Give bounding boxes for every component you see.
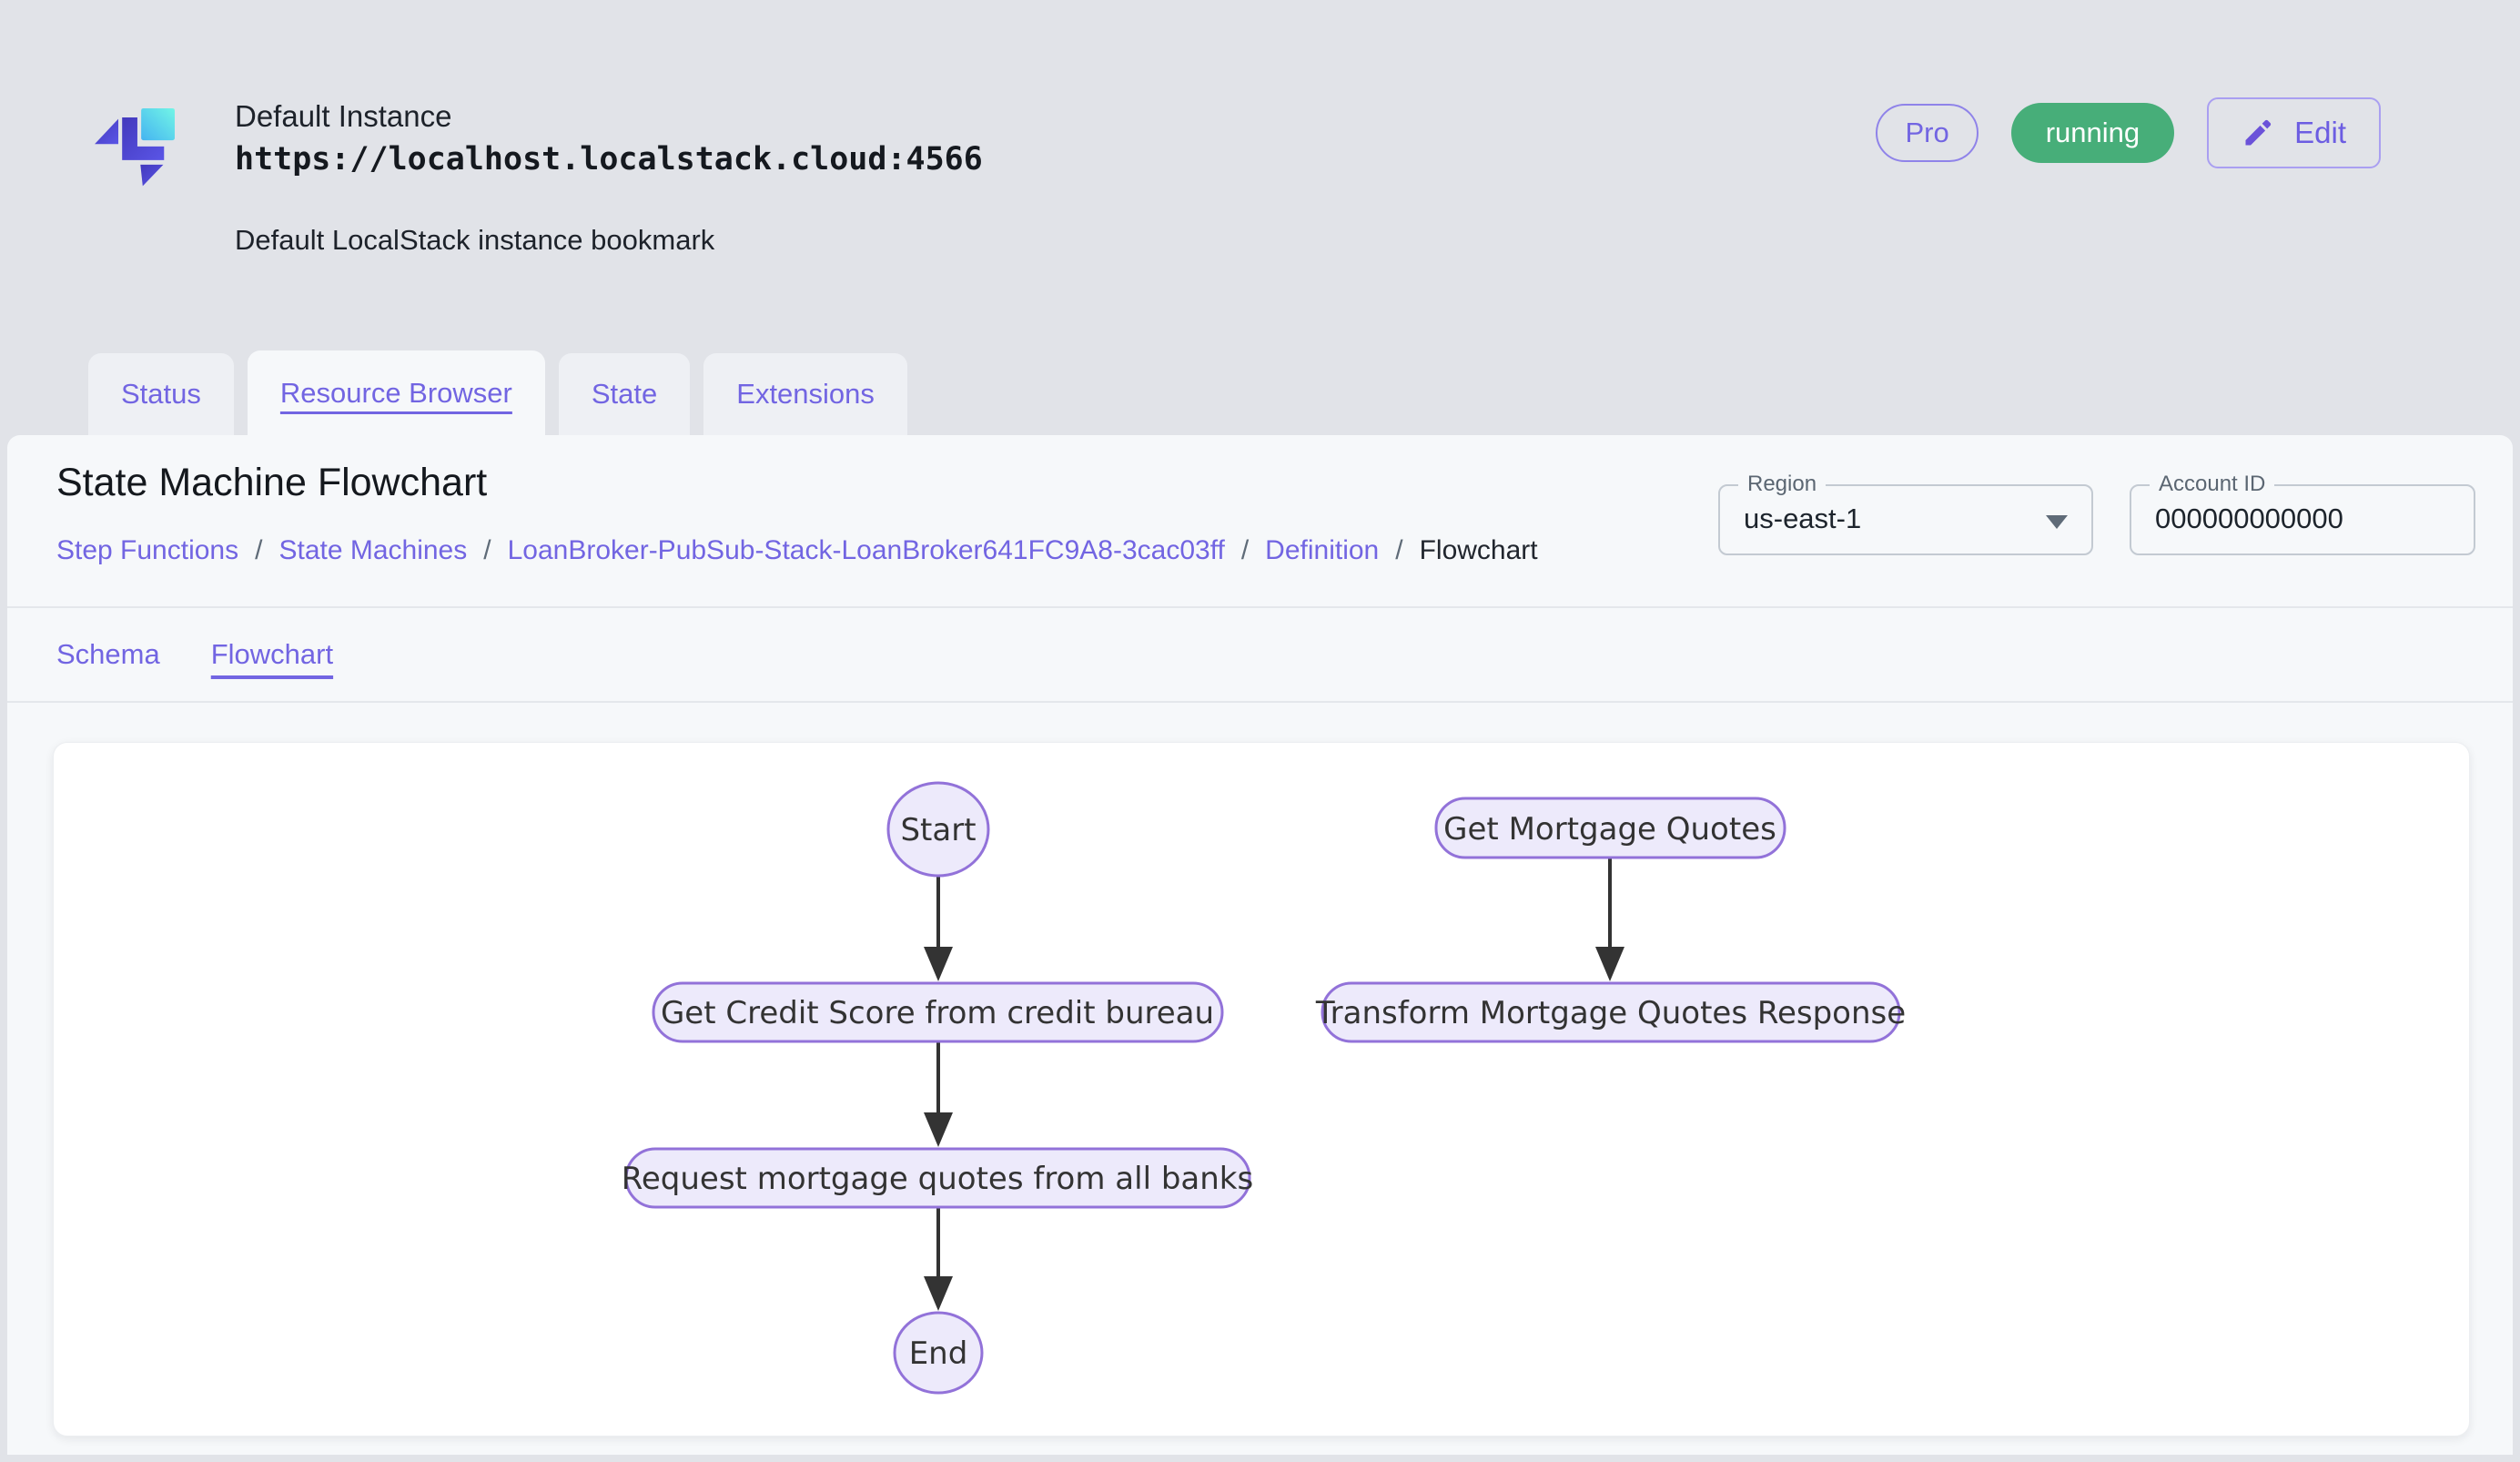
flow-node-credit-score: Get Credit Score from credit bureau	[652, 981, 1224, 1043]
pencil-icon	[2245, 119, 2272, 146]
breadcrumb: Step Functions / State Machines / LoanBr…	[56, 535, 1538, 566]
definition-subtabs: Schema Flowchart	[7, 608, 2513, 703]
svg-text:End: End	[909, 1335, 968, 1372]
svg-text:Get Credit Score from credit b: Get Credit Score from credit bureau	[661, 995, 1214, 1031]
svg-text:Request mortgage quotes from a: Request mortgage quotes from all banks	[622, 1161, 1253, 1197]
instance-name: Default Instance	[235, 99, 452, 133]
page-title: State Machine Flowchart	[56, 461, 488, 504]
edge-request-quotes-to-end	[924, 1208, 953, 1311]
flow-node-end: End	[893, 1311, 984, 1395]
pro-badge-label: Pro	[1905, 117, 1949, 148]
account-id-field: Account ID	[2130, 471, 2475, 555]
breadcrumb-separator: /	[1240, 535, 1250, 565]
breadcrumb-current: Flowchart	[1419, 535, 1538, 565]
localstack-logo	[95, 107, 175, 187]
subtab-schema[interactable]: Schema	[56, 638, 160, 670]
tab-status[interactable]: Status	[88, 353, 234, 435]
edge-credit-score-to-request-quotes	[924, 1042, 953, 1147]
flow-node-get-quotes: Get Mortgage Quotes	[1434, 797, 1786, 859]
breadcrumb-step-functions[interactable]: Step Functions	[56, 535, 239, 565]
subtab-flowchart[interactable]: Flowchart	[210, 638, 334, 670]
region-select-value: us-east-1	[1744, 503, 1862, 534]
breadcrumb-separator: /	[483, 535, 491, 565]
svg-text:Start: Start	[900, 812, 976, 848]
instance-info: Default Instance https://localhost.local…	[235, 96, 983, 257]
tab-state[interactable]: State	[558, 353, 691, 435]
edge-start-to-credit-score	[924, 877, 953, 981]
flow-node-transform-response: Transform Mortgage Quotes Response	[1315, 981, 1906, 1043]
edit-button-label: Edit	[2294, 116, 2346, 149]
instance-url: https://localhost.localstack.cloud:4566	[235, 141, 983, 178]
main-tabs: Status Resource Browser State Extensions	[88, 350, 907, 435]
breadcrumb-separator: /	[255, 535, 263, 565]
region-select-label: Region	[1738, 471, 1827, 498]
caret-down-icon	[2046, 515, 2068, 529]
svg-text:Transform Mortgage Quotes Resp: Transform Mortgage Quotes Response	[1315, 995, 1906, 1031]
instance-header: Default Instance https://localhost.local…	[0, 0, 2520, 435]
edge-get-quotes-to-transform	[1595, 858, 1624, 981]
region-select[interactable]: Region us-east-1	[1718, 471, 2093, 555]
tab-extensions[interactable]: Extensions	[703, 353, 907, 435]
status-badge-label: running	[2045, 117, 2140, 148]
tab-label: Extensions	[736, 378, 875, 410]
flow-node-start: Start	[886, 781, 990, 878]
breadcrumb-state-machine-name[interactable]: LoanBroker-PubSub-Stack-LoanBroker641FC9…	[507, 535, 1225, 565]
tab-label: Status	[121, 378, 201, 410]
content-panel: State Machine Flowchart Step Functions /…	[7, 435, 2513, 1455]
svg-text:Get Mortgage Quotes: Get Mortgage Quotes	[1443, 811, 1776, 848]
tab-label: State	[591, 378, 658, 410]
tab-resource-browser[interactable]: Resource Browser	[247, 350, 545, 435]
breadcrumb-state-machines[interactable]: State Machines	[278, 535, 468, 565]
status-badge: running	[2010, 103, 2175, 163]
page-header: State Machine Flowchart Step Functions /…	[7, 435, 2513, 608]
header-actions: Pro running Edit	[1876, 96, 2381, 169]
flow-node-request-quotes: Request mortgage quotes from all banks	[622, 1147, 1253, 1209]
edit-button[interactable]: Edit	[2207, 97, 2381, 168]
breadcrumb-definition[interactable]: Definition	[1265, 535, 1380, 565]
flowchart-card: Start Get Credit Score from credit burea…	[53, 742, 2470, 1437]
breadcrumb-separator: /	[1395, 535, 1403, 565]
tab-label: Resource Browser	[279, 376, 512, 409]
pro-badge[interactable]: Pro	[1876, 104, 1979, 162]
instance-description: Default LocalStack instance bookmark	[235, 224, 715, 256]
state-machine-flowchart: Start Get Credit Score from credit burea…	[622, 781, 1906, 1395]
account-id-label: Account ID	[2150, 471, 2275, 498]
